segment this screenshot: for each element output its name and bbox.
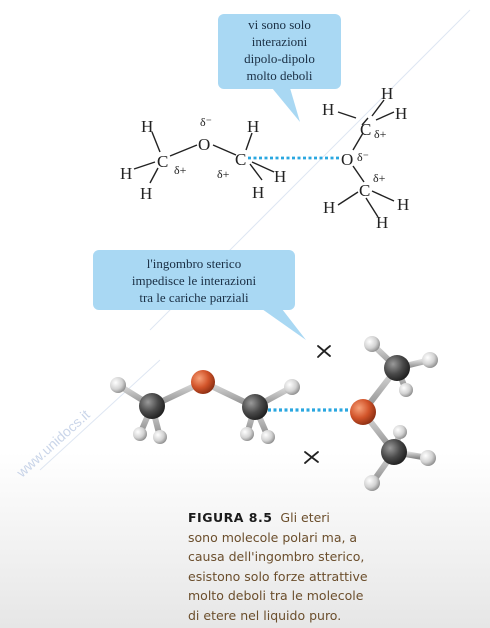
atom-oxygen: O [198,135,210,154]
charge-delta-plus: δ+ [217,167,230,181]
callout-middle: l'ingombro sterico impedisce le interazi… [93,250,306,340]
watermark-text: www.unidocs.it [13,406,93,481]
charge-delta-plus: δ+ [373,171,386,185]
callout-middle-line: tra le cariche parziali [139,290,249,305]
steric-clash-mark [304,345,331,464]
charge-delta-plus: δ+ [374,127,387,141]
charge-delta-minus: δ⁻ [200,115,212,129]
hydrogen-atom [284,379,300,395]
atom-hydrogen: H [120,164,132,183]
carbon-atom [384,355,410,381]
callout-top-line: dipolo-dipolo [244,51,315,66]
figure-caption: FIGURA 8.5 Gli eteri sono molecole polari… [188,508,458,625]
atom-hydrogen: H [376,213,388,232]
caption-line: Gli eteri [280,510,330,525]
caption-line: esistono solo forze attrattive [188,568,368,584]
hydrogen-atom [399,383,413,397]
callout-top-line: interazioni [252,34,308,49]
charge-delta-plus: δ+ [174,163,187,177]
callout-top-line: molto deboli [246,68,312,83]
hydrogen-atom [420,450,436,466]
hydrogen-atom [261,430,275,444]
callout-middle-line: l'ingombro sterico [147,256,241,271]
hydrogen-atom [422,352,438,368]
atom-hydrogen: H [141,117,153,136]
hydrogen-atom [153,430,167,444]
atom-hydrogen: H [395,104,407,123]
atom-hydrogen: H [274,167,286,186]
hydrogen-atom [133,427,147,441]
carbon-atom [139,393,165,419]
oxygen-atom [350,399,376,425]
figure-label: FIGURA 8.5 [188,510,273,525]
atom-hydrogen: H [397,195,409,214]
hydrogen-atom [393,425,407,439]
atom-hydrogen: H [247,117,259,136]
callout-top-line: vi sono solo [248,17,311,32]
oxygen-atom [191,370,215,394]
callout-middle-line: impedisce le interazioni [132,273,257,288]
carbon-atom [242,394,268,420]
hydrogen-atom [240,427,254,441]
atom-hydrogen: H [322,100,334,119]
carbon-atom [381,439,407,465]
atom-hydrogen: H [252,183,264,202]
structural-formula-labels: H H H C δ+ δ⁻ O H C δ+ H H H H H C δ+ O … [120,84,409,232]
atom-hydrogen: H [140,184,152,203]
caption-line: causa dell'ingombro sterico, [188,549,365,564]
atom-carbon: C [157,152,168,171]
caption-first-line: FIGURA 8.5 Gli eteri [188,508,458,528]
hydrogen-atom [364,475,380,491]
caption-line: molto deboli tra le molecole [188,588,364,603]
hydrogen-atom [110,377,126,393]
caption-line: di etere nel liquido puro. [188,607,342,623]
atom-carbon: C [235,150,246,169]
atom-hydrogen: H [323,198,335,217]
callout-top: vi sono solo interazioni dipolo-dipolo m… [218,14,341,122]
atom-carbon: C [360,120,371,139]
ball-and-stick-model [110,336,438,491]
hydrogen-atom [364,336,380,352]
caption-line: sono molecole polari ma, a [188,529,358,545]
atom-carbon: C [359,181,370,200]
structural-formula [133,99,395,218]
atom-oxygen: O [341,150,353,169]
charge-delta-minus: δ⁻ [357,150,369,164]
atom-hydrogen: H [381,84,393,103]
